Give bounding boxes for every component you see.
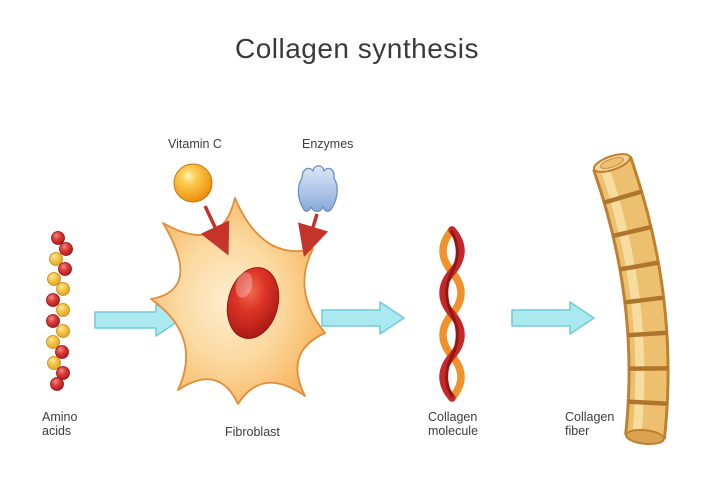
fiber-bands bbox=[603, 189, 669, 406]
collagen-molecule-label: Collagen molecule bbox=[428, 410, 479, 438]
collagen-molecule bbox=[439, 226, 465, 402]
fibroblast-cell bbox=[150, 197, 326, 405]
amino-acid-chain bbox=[46, 231, 73, 391]
flow-arrow-1 bbox=[94, 303, 181, 337]
collagen-fiber-label: Collagen fiber bbox=[565, 410, 615, 438]
fibroblast-label: Fibroblast bbox=[225, 425, 280, 439]
collagen-fiber bbox=[592, 153, 670, 446]
vitamin-c-label: Vitamin C bbox=[168, 137, 222, 151]
enzymes-arrow bbox=[298, 213, 329, 258]
flow-arrow-3 bbox=[511, 301, 595, 335]
vitamin-c-molecule bbox=[173, 163, 213, 203]
enzymes-molecule bbox=[297, 165, 338, 213]
flow-arrow-2 bbox=[321, 301, 405, 335]
page-title: Collagen synthesis bbox=[234, 33, 480, 64]
enzymes-label: Enzymes bbox=[302, 137, 354, 151]
vitamin-c-arrow bbox=[200, 205, 230, 256]
cell-nucleus bbox=[226, 267, 280, 339]
amino-acids-label: Amino acids bbox=[42, 410, 78, 438]
